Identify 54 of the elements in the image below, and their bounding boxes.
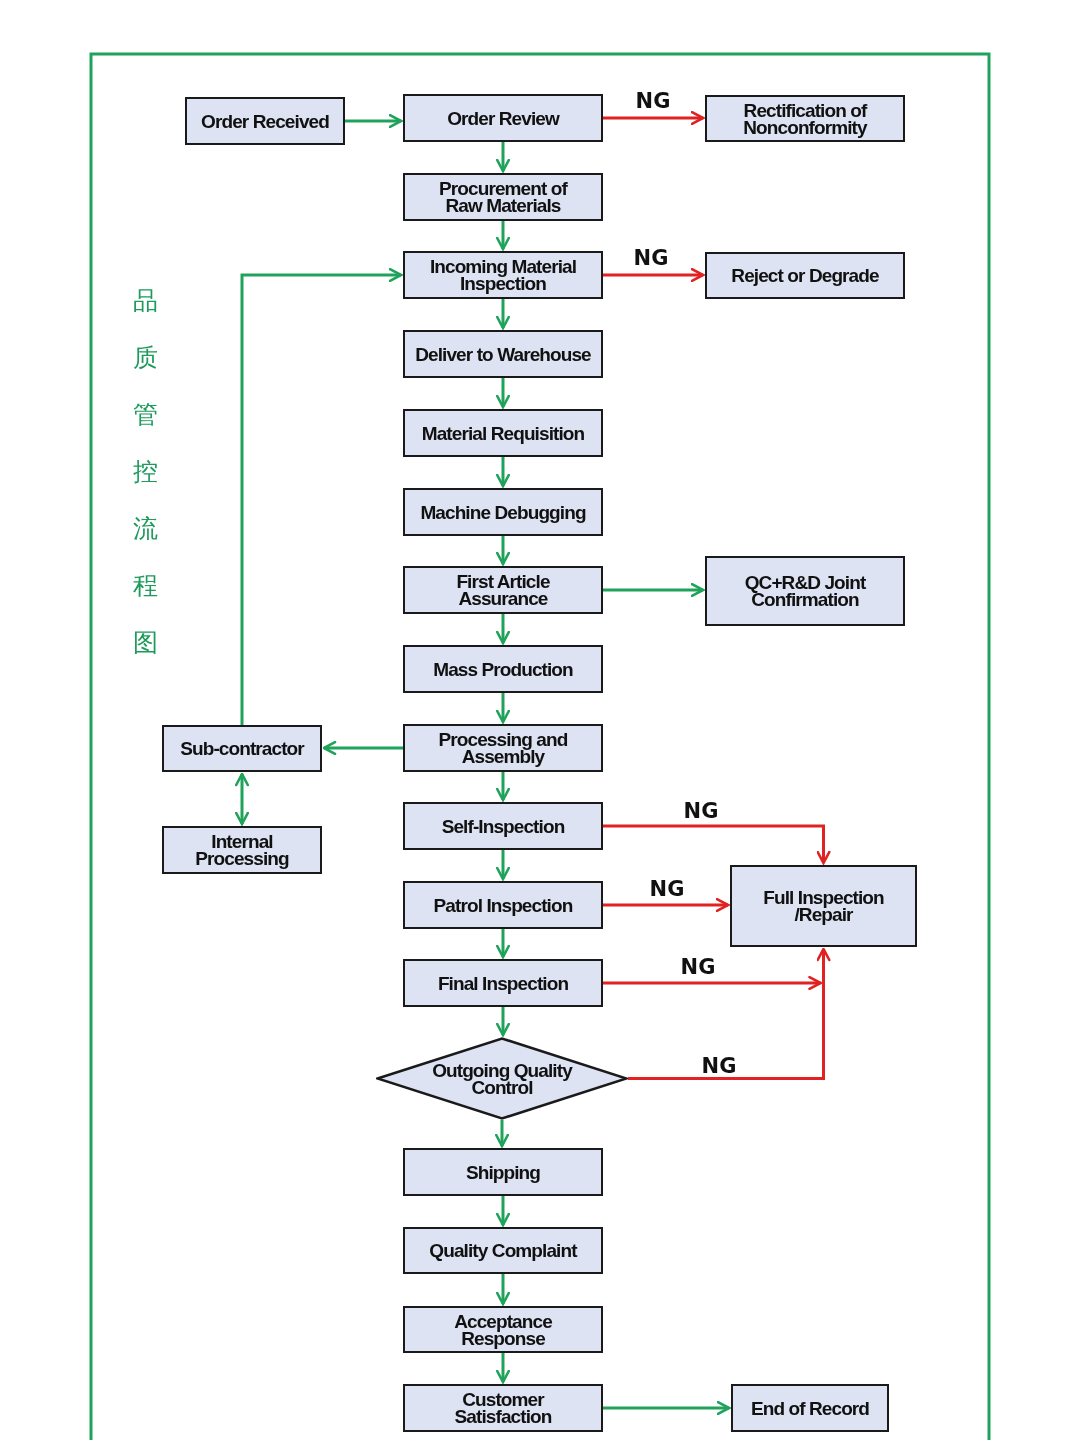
arrow <box>603 897 730 913</box>
process-box: Full Inspection /Repair <box>730 865 917 947</box>
arrow <box>494 1120 510 1148</box>
arrow <box>240 267 403 725</box>
process-box: Patrol Inspection <box>403 881 603 929</box>
process-box: Quality Complaint <box>403 1227 603 1274</box>
process-box: First Article Assurance <box>403 566 603 614</box>
process-box: Final Inspection <box>403 959 603 1007</box>
arrow <box>495 1274 511 1306</box>
process-box: QC+R&D Joint Confirmation <box>705 556 905 626</box>
process-box: End of Record <box>731 1384 889 1432</box>
process-box: Internal Processing <box>162 826 322 874</box>
arrow <box>603 1400 731 1416</box>
arrow <box>628 947 831 1080</box>
arrow <box>495 693 511 724</box>
arrow <box>495 850 511 881</box>
arrow <box>322 740 403 756</box>
arrow <box>495 299 511 330</box>
arrow <box>495 1353 511 1384</box>
arrow <box>345 113 403 129</box>
decision-diamond: Outgoing Quality Control <box>376 1037 628 1120</box>
arrow <box>495 772 511 802</box>
title: 品质管控流程图 <box>131 285 159 659</box>
process-box: Rectification of Nonconformity <box>705 95 905 142</box>
process-box: Acceptance Response <box>403 1306 603 1353</box>
process-box: Procurement of Raw Materials <box>403 173 603 221</box>
double-arrow <box>234 772 250 826</box>
process-box: Reject or Degrade <box>705 252 905 299</box>
process-box: Deliver to Warehouse <box>403 330 603 378</box>
arrow <box>603 267 705 283</box>
process-box: Customer Satisfaction <box>403 1384 603 1432</box>
process-box: Shipping <box>403 1148 603 1196</box>
arrow <box>495 536 511 566</box>
arrow <box>603 824 831 865</box>
arrow <box>495 221 511 251</box>
arrow <box>603 110 705 126</box>
arrow <box>495 142 511 173</box>
process-box: Material Requisition <box>403 409 603 457</box>
arrow <box>603 582 705 598</box>
process-box: Order Review <box>403 94 603 142</box>
arrow <box>495 1196 511 1227</box>
arrow <box>495 378 511 409</box>
process-box: Machine Debugging <box>403 488 603 536</box>
arrow <box>495 614 511 645</box>
arrow <box>603 975 822 991</box>
process-box: Incoming Material Inspection <box>403 251 603 299</box>
process-box: Order Received <box>185 97 345 145</box>
arrow <box>495 929 511 959</box>
process-box: Processing and Assembly <box>403 724 603 772</box>
process-box: Self-Inspection <box>403 802 603 850</box>
process-box: Sub-contractor <box>162 725 322 772</box>
process-box: Mass Production <box>403 645 603 693</box>
arrow <box>495 1007 511 1037</box>
arrow <box>495 457 511 488</box>
